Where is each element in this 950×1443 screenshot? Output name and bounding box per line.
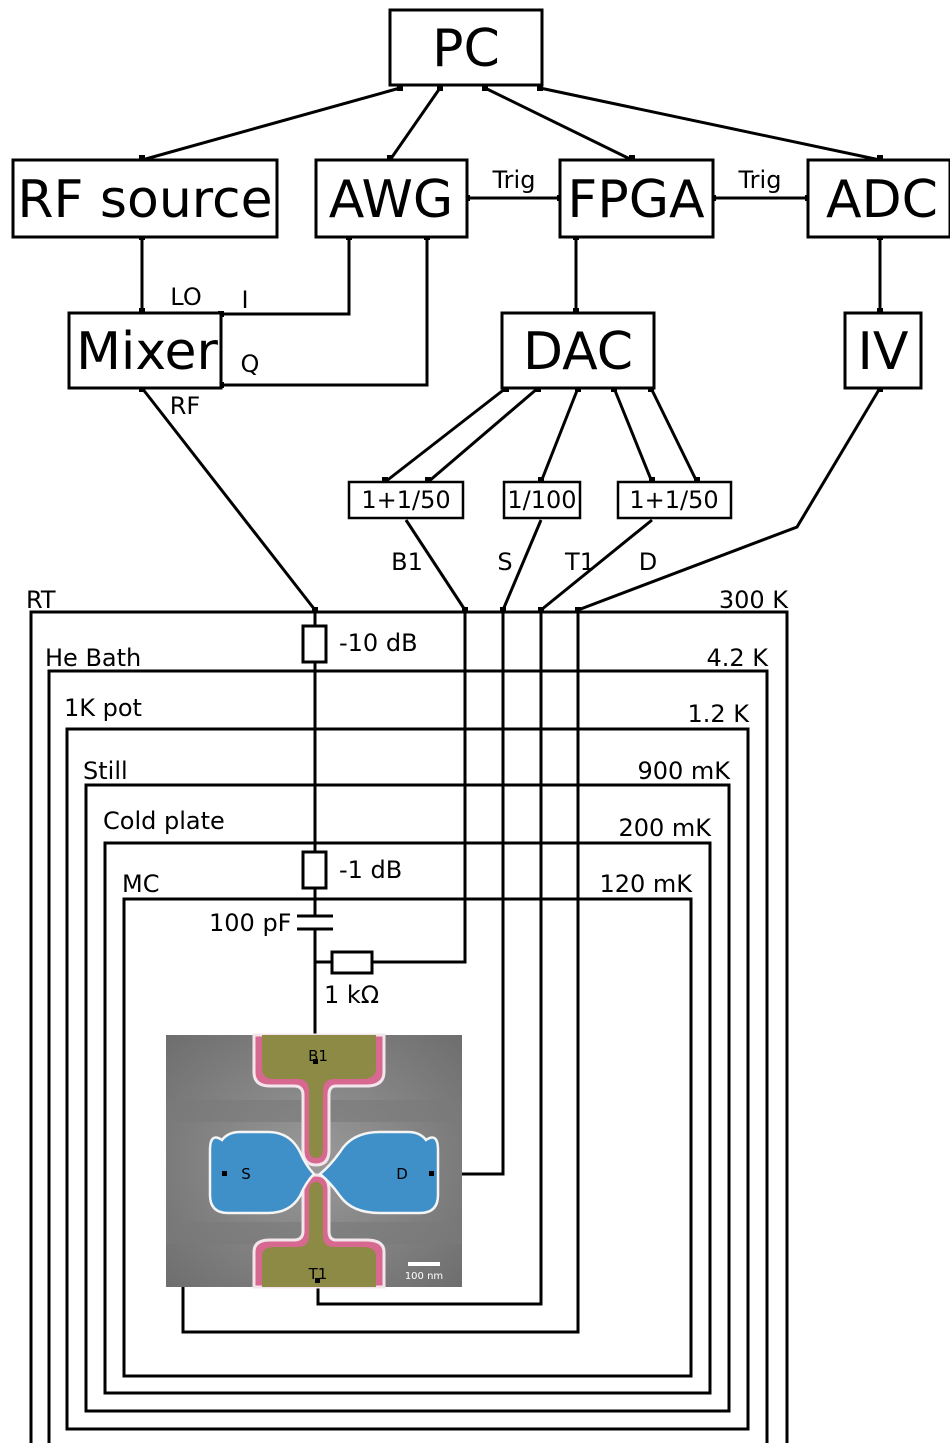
stage-still-outline xyxy=(84,783,731,1413)
stage-mc-outline xyxy=(122,897,693,1378)
stage-1k-pot-temp: 1.2 K xyxy=(687,700,750,728)
line-label-b1: B1 xyxy=(391,548,423,576)
mixer-i-label: I xyxy=(241,286,248,314)
awg-box: AWG xyxy=(314,158,469,239)
rf-source-box: RF source xyxy=(11,158,279,239)
attenuator-rt-label: -10 dB xyxy=(339,629,418,657)
stage-he-bath-outline xyxy=(47,669,769,1443)
line-label-s: S xyxy=(497,548,512,576)
stage-mc-temp: 120 mK xyxy=(599,870,693,898)
stage-he-bath-temp: 4.2 K xyxy=(706,644,769,672)
resistor-label: 1 kΩ xyxy=(324,981,379,1009)
divider-t1: 1+1/50 xyxy=(616,480,733,520)
stage-rt-temp: 300 K xyxy=(719,586,789,614)
capacitor-symbol xyxy=(297,914,333,931)
dac-label: DAC xyxy=(523,322,633,382)
rf-source-label: RF source xyxy=(17,170,272,230)
mixer-lo-label: LO xyxy=(170,283,201,311)
trig-label-fpga-adc: Trig xyxy=(738,166,782,194)
mixer-box: Mixer xyxy=(67,311,223,390)
line-label-d: D xyxy=(639,548,657,576)
divider-b1-label: 1+1/50 xyxy=(361,486,450,514)
reservoir-d xyxy=(317,1130,440,1215)
stage-he-bath-name: He Bath xyxy=(45,644,141,672)
stage-1k-pot-outline xyxy=(65,727,750,1431)
device-label-t1: T1 xyxy=(308,1265,328,1283)
stage-cold-plate-name: Cold plate xyxy=(103,807,225,835)
scale-bar-label: 100 nm xyxy=(405,1271,443,1282)
fpga-label: FPGA xyxy=(567,170,705,230)
resistor-symbol xyxy=(330,950,374,975)
device-label-s: S xyxy=(241,1165,251,1183)
capacitor-label: 100 pF xyxy=(209,909,291,937)
pc-label: PC xyxy=(432,19,500,79)
adc-label: ADC xyxy=(826,170,938,230)
device-label-d: D xyxy=(396,1165,408,1183)
stage-still-name: Still xyxy=(83,757,128,785)
iv-label: IV xyxy=(858,322,909,382)
device-sem-image: 100 nm xyxy=(166,1033,462,1289)
divider-s-label: 1/100 xyxy=(507,486,576,514)
stage-rt-outline xyxy=(29,610,789,1443)
reservoir-s xyxy=(208,1130,316,1215)
gate-t1 xyxy=(262,1182,376,1287)
dac-box: DAC xyxy=(500,311,656,390)
divider-s: 1/100 xyxy=(502,480,582,520)
stage-cold-plate-temp: 200 mK xyxy=(618,814,712,842)
trig-label-awg-fpga: Trig xyxy=(492,166,536,194)
line-label-t1: T1 xyxy=(564,548,595,576)
adc-box: ADC xyxy=(806,158,950,239)
cryostat-stages xyxy=(29,610,789,1443)
stage-cold-plate-outline xyxy=(103,841,712,1395)
attenuator-cold xyxy=(301,850,328,890)
awg-label: AWG xyxy=(329,170,453,230)
pc-box: PC xyxy=(388,8,544,87)
mixer-label: Mixer xyxy=(76,322,218,382)
mixer-q-label: Q xyxy=(241,350,260,378)
stage-still-temp: 900 mK xyxy=(637,757,731,785)
divider-t1-label: 1+1/50 xyxy=(629,486,718,514)
instrument-wiring xyxy=(140,86,882,612)
attenuator-rt xyxy=(301,624,328,664)
gate-b1 xyxy=(262,1035,376,1158)
fpga-box: FPGA xyxy=(558,158,715,239)
stage-1k-pot-name: 1K pot xyxy=(64,694,142,722)
stage-rt-name: RT xyxy=(26,586,56,614)
divider-b1: 1+1/50 xyxy=(347,480,465,520)
attenuator-cold-label: -1 dB xyxy=(339,856,402,884)
mixer-rf-label: RF xyxy=(170,392,200,420)
stage-mc-name: MC xyxy=(122,870,159,898)
iv-box: IV xyxy=(843,311,923,390)
